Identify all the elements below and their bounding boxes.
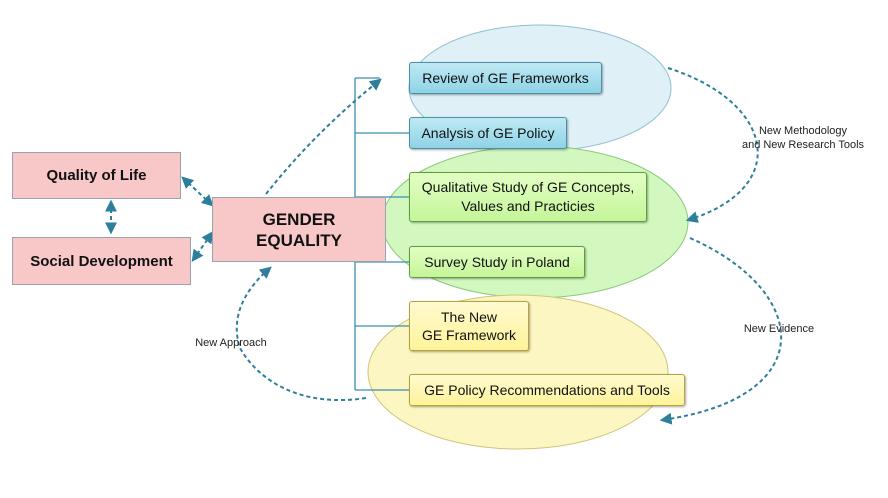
arrow-ge-review [265, 78, 382, 195]
new-framework-node: The New GE Framework [409, 301, 529, 351]
new-evidence-label: New Evidence [743, 323, 815, 335]
analysis-policy-label: Analysis of GE Policy [421, 125, 555, 141]
qualitative-study-node: Qualitative Study of GE Concepts, Values… [409, 172, 647, 222]
gender-equality-label-line1: GENDER [262, 209, 336, 229]
arrow-new-methodology [667, 67, 759, 223]
arrow-qol-ge [181, 176, 214, 207]
qualitative-study-label-line1: Qualitative Study of GE Concepts, [421, 179, 635, 195]
arrow-sd-ge [191, 231, 214, 262]
new-methodology-label: New Methodology and New Research Tools [728, 124, 878, 152]
social-development-label: Social Development [30, 252, 173, 270]
new-framework-label-line1: The New [440, 309, 498, 325]
policy-recommendations-node: GE Policy Recommendations and Tools [409, 374, 685, 406]
new-methodology-label-line2: and New Research Tools [741, 139, 865, 151]
new-framework-label-line2: GE Framework [421, 327, 517, 343]
policy-recommendations-label: GE Policy Recommendations and Tools [424, 382, 670, 398]
review-frameworks-label: Review of GE Frameworks [422, 70, 589, 86]
quality-of-life-node: Quality of Life [12, 152, 181, 199]
qualitative-study-label-line2: Values and Practicies [461, 198, 595, 214]
arrow-new-approach [235, 266, 367, 402]
quality-of-life-label: Quality of Life [46, 167, 147, 184]
gender-equality-label-line2: EQUALITY [256, 230, 342, 250]
survey-study-label: Survey Study in Poland [424, 254, 570, 270]
social-development-node: Social Development [12, 237, 191, 285]
survey-study-node: Survey Study in Poland [409, 246, 585, 278]
analysis-policy-node: Analysis of GE Policy [409, 117, 567, 149]
new-methodology-label-line1: New Methodology [758, 125, 848, 137]
new-approach-label: New Approach [195, 337, 267, 349]
gender-equality-node: GENDER EQUALITY [212, 197, 386, 262]
review-frameworks-node: Review of GE Frameworks [409, 62, 602, 94]
